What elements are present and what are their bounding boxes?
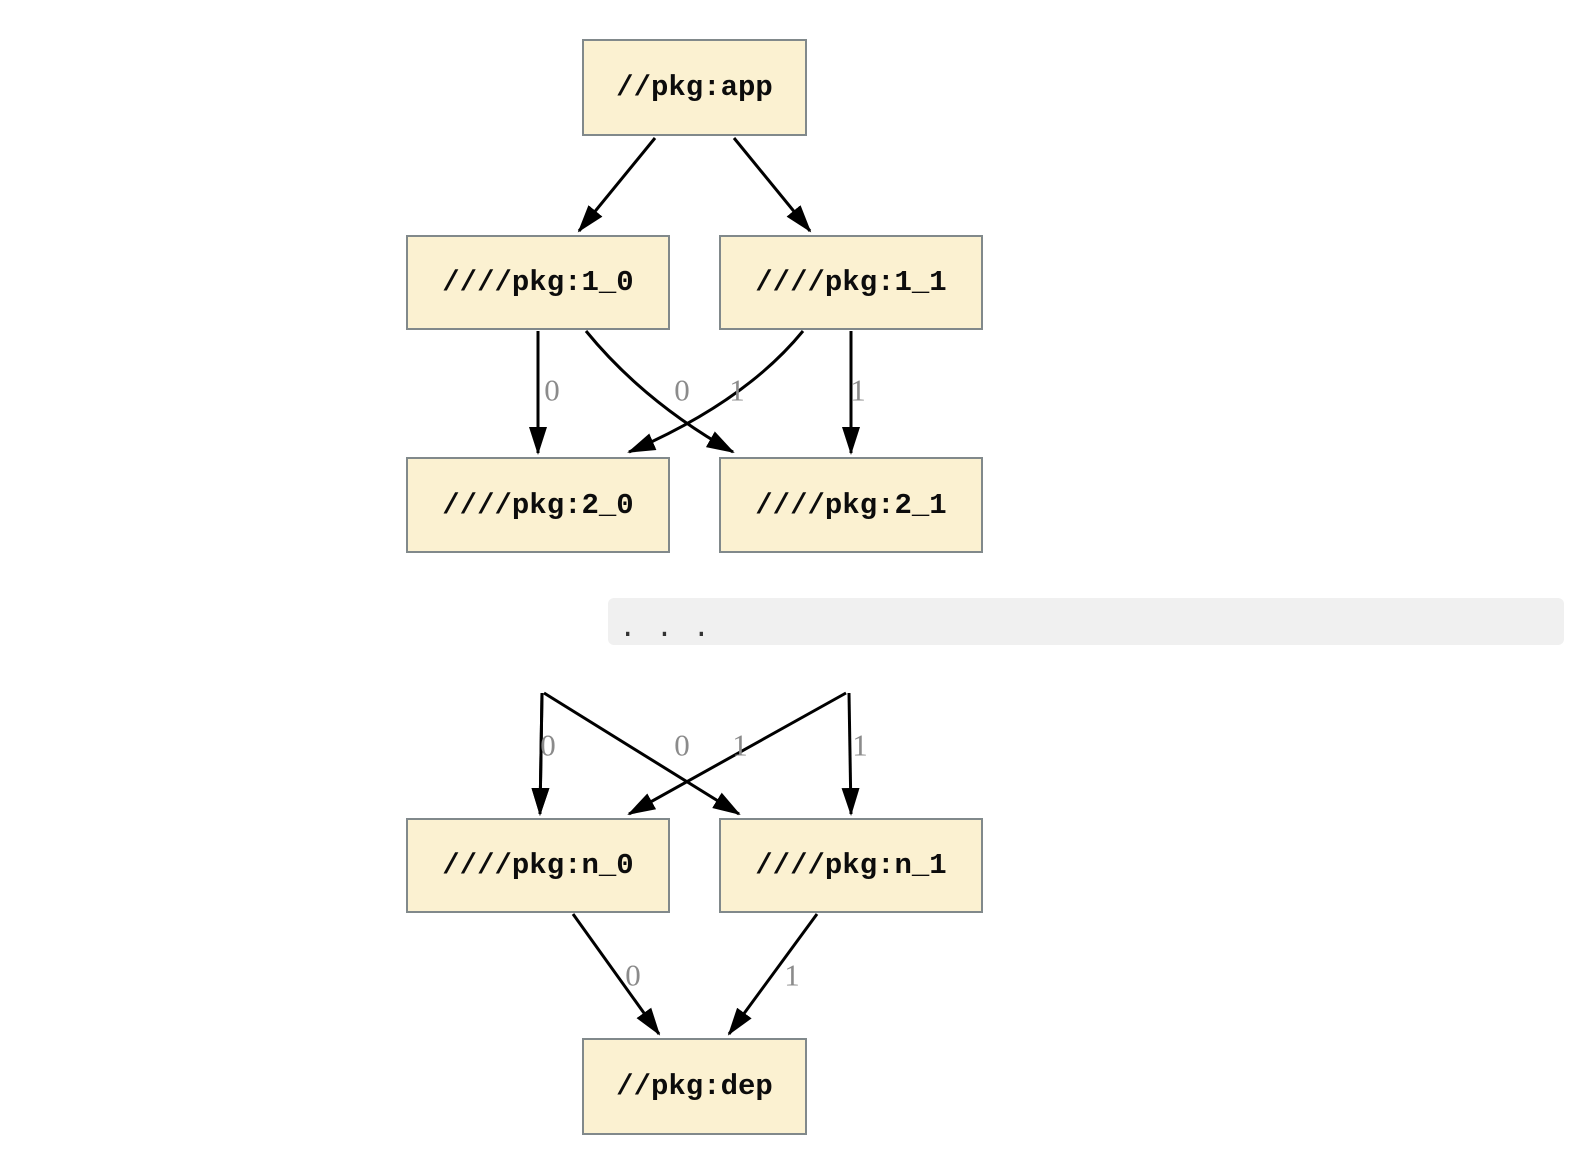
edge-label-n_0-to-dep: 0 xyxy=(625,957,641,993)
ellipsis-bar: . . . xyxy=(608,598,1564,645)
edge-label-1_0-to-2_0: 0 xyxy=(544,372,560,408)
node-pkg-n_1: ////pkg:n_1 xyxy=(719,818,983,913)
edge-n_0-to-dep xyxy=(571,913,661,1036)
node-pkg-n_0: ////pkg:n_0 xyxy=(406,818,670,913)
node-pkg-1_1: ////pkg:1_1 xyxy=(719,235,983,330)
edge-1_1-to-2_0 xyxy=(627,330,805,454)
edge-n_1-to-dep xyxy=(727,913,819,1036)
node-pkg-app: //pkg:app xyxy=(582,39,807,136)
edge-label-elided-to-n_0-straight: 0 xyxy=(540,727,556,763)
node-pkg-1_0: ////pkg:1_0 xyxy=(406,235,670,330)
edge-label-1_1-to-2_0: 0 xyxy=(674,372,690,408)
node-pkg-n_0-label: ////pkg:n_0 xyxy=(442,849,634,882)
node-pkg-2_1: ////pkg:2_1 xyxy=(719,457,983,553)
edge-app-to-1_1 xyxy=(732,137,812,233)
edge-label-1_1-to-2_1: 1 xyxy=(850,372,866,408)
node-pkg-app-label: //pkg:app xyxy=(616,71,773,104)
edge-label-elided-to-n_1-cross: 1 xyxy=(732,727,748,763)
edge-app-to-1_0 xyxy=(577,137,657,233)
edge-label-elided-to-n_1-straight: 1 xyxy=(852,727,868,763)
node-pkg-dep: //pkg:dep xyxy=(582,1038,807,1135)
node-pkg-2_0-label: ////pkg:2_0 xyxy=(442,488,634,522)
edge-elided-to-n_1-straight xyxy=(841,692,860,816)
node-pkg-2_1-label: ////pkg:2_1 xyxy=(755,488,947,522)
edge-elided-to-n_1-cross xyxy=(543,691,741,816)
ellipsis-dots: . . . xyxy=(619,612,712,645)
edge-1_0-to-2_1 xyxy=(584,330,735,454)
node-pkg-1_1-label: ////pkg:1_1 xyxy=(755,266,947,299)
node-pkg-2_0: ////pkg:2_0 xyxy=(406,457,670,553)
node-pkg-1_0-label: ////pkg:1_0 xyxy=(442,266,634,299)
edge-label-1_0-to-2_1: 1 xyxy=(729,372,745,408)
edge-label-elided-to-n_0-cross: 0 xyxy=(674,727,690,763)
edge-label-n_1-to-dep: 1 xyxy=(784,957,800,993)
node-pkg-n_1-label: ////pkg:n_1 xyxy=(755,849,947,882)
node-pkg-dep-label: //pkg:dep xyxy=(616,1070,773,1103)
